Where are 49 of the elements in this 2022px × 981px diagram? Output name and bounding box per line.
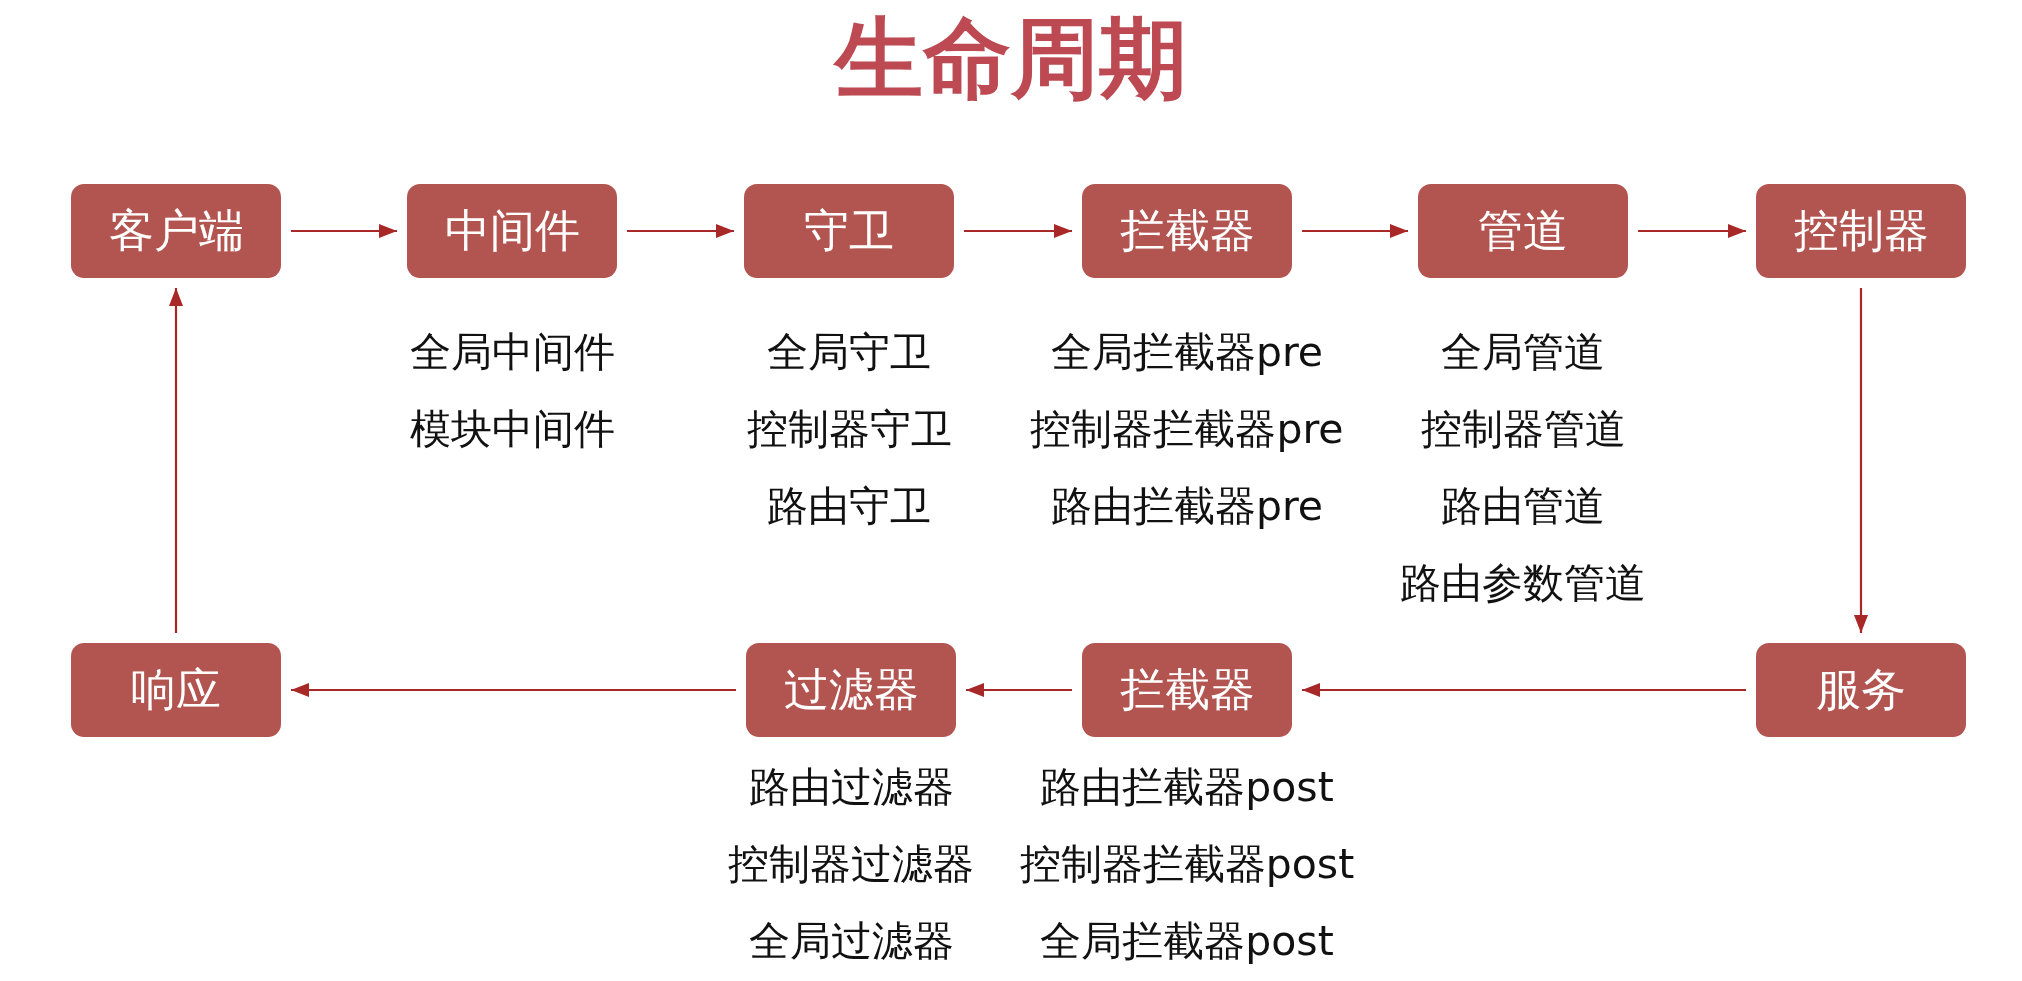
- arrow: [627, 224, 734, 238]
- arrow: [169, 288, 183, 633]
- annotation-text: 全局守卫: [767, 328, 931, 378]
- annotation-text: 控制器管道: [1420, 405, 1626, 455]
- arrow: [1638, 224, 1746, 238]
- annotation-text: 路由过滤器: [748, 763, 954, 813]
- annotation-text: 全局过滤器: [748, 917, 954, 967]
- annotation-text: 模块中间件: [409, 405, 615, 455]
- annotation-text: 控制器守卫: [746, 405, 952, 455]
- arrow: [964, 224, 1072, 238]
- arrow: [1854, 288, 1868, 633]
- process-box: [1082, 643, 1292, 737]
- process-box: [1082, 184, 1292, 278]
- annotation-text: 路由拦截器post: [1040, 763, 1334, 813]
- process-box: [1756, 643, 1966, 737]
- process-box: [1418, 184, 1628, 278]
- process-box: [71, 643, 281, 737]
- box-label: 守卫: [804, 206, 894, 256]
- annotation-text: 路由管道: [1441, 482, 1605, 532]
- annotation-text: 全局拦截器pre: [1050, 328, 1324, 378]
- box-label: 客户端: [108, 206, 244, 256]
- box-label: 过滤器: [783, 665, 919, 715]
- process-box: [1756, 184, 1966, 278]
- process-box: [744, 184, 954, 278]
- arrow: [966, 683, 1072, 697]
- title: 生命周期: [835, 6, 1187, 112]
- annotation-text: 控制器拦截器post: [1019, 840, 1355, 890]
- box-label: 服务: [1816, 665, 1906, 715]
- box-label: 控制器: [1793, 206, 1929, 256]
- process-box: [746, 643, 956, 737]
- annotation-text: 路由参数管道: [1400, 559, 1646, 609]
- arrow: [291, 224, 397, 238]
- box-label: 拦截器: [1119, 665, 1255, 715]
- arrow: [291, 683, 736, 697]
- annotation-text: 控制器拦截器pre: [1030, 405, 1344, 455]
- box-label: 响应: [131, 665, 221, 715]
- box-label: 管道: [1478, 206, 1568, 256]
- box-label: 拦截器: [1119, 206, 1255, 256]
- process-box: [71, 184, 281, 278]
- process-box: [407, 184, 617, 278]
- annotation-text: 全局中间件: [409, 328, 615, 378]
- annotation-text: 路由拦截器pre: [1050, 482, 1324, 532]
- annotation-text: 路由守卫: [767, 482, 931, 532]
- annotation-text: 全局管道: [1441, 328, 1605, 378]
- arrow: [1302, 224, 1408, 238]
- annotation-text: 全局拦截器post: [1040, 917, 1334, 967]
- box-label: 中间件: [444, 206, 580, 256]
- arrow: [1302, 683, 1746, 697]
- annotation-text: 控制器过滤器: [728, 840, 974, 890]
